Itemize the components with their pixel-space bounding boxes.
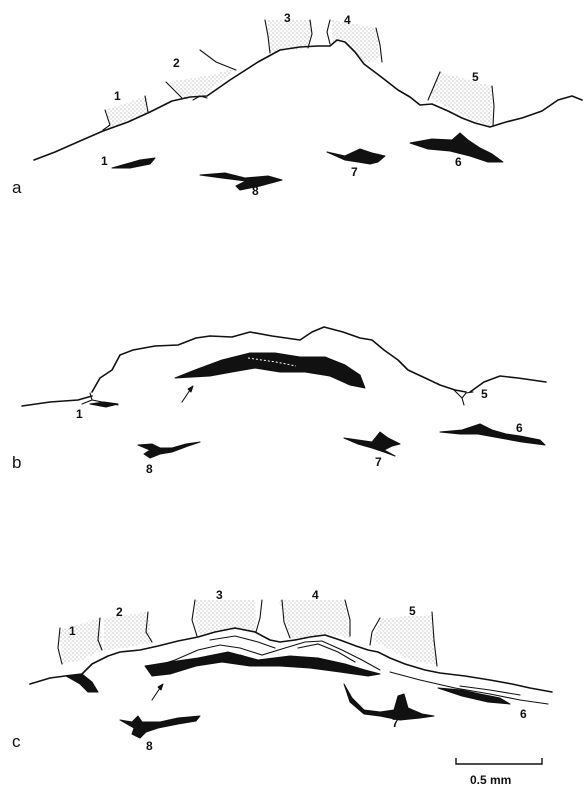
blob-number: 6 (455, 155, 462, 169)
blob-8 (200, 173, 282, 190)
stipple-region-5 (430, 72, 493, 128)
boundary-line (256, 600, 262, 632)
blob-number: 6 (520, 707, 527, 721)
blob-number: 7 (375, 455, 382, 469)
stipple-region-2 (104, 612, 152, 650)
panel-label-a: a (12, 178, 22, 197)
boundary-line (327, 20, 330, 44)
panel-b: 1 5 8 7 6 b (12, 327, 546, 476)
scale-bar-line (456, 758, 542, 764)
region-number: 3 (284, 11, 291, 25)
stipple-region-5 (372, 615, 436, 665)
panel-label-b: b (12, 453, 21, 472)
blob-1 (66, 674, 98, 692)
region-number: 5 (409, 604, 416, 618)
arrow-icon (182, 390, 190, 402)
blob-number: 7 (392, 716, 399, 730)
region-number: 1 (114, 89, 121, 103)
stipple-region-1 (60, 618, 102, 664)
blob-8 (138, 442, 200, 458)
blob-number: 8 (252, 184, 259, 198)
region-number: 1 (69, 624, 76, 638)
arrow-icon (152, 688, 160, 700)
blob-1 (112, 158, 155, 168)
blob-number: 8 (146, 462, 153, 476)
boundary-line (200, 50, 236, 70)
stipple-region-1 (105, 95, 148, 130)
stipple-region-2 (168, 68, 236, 100)
blob-7 (344, 432, 400, 456)
panel-label-c: c (12, 732, 21, 751)
region-number: 2 (116, 605, 123, 619)
region-number: 5 (472, 70, 479, 84)
blob-7 (344, 684, 434, 720)
stipple-region-4 (332, 20, 380, 64)
blob-number: 7 (351, 165, 358, 179)
scale-bar-label: 0.5 mm (470, 773, 511, 787)
panel-a: 1 2 3 4 5 1 8 7 6 a (12, 11, 582, 198)
blob-8 (120, 716, 200, 738)
blob-number: 8 (146, 739, 153, 753)
scale-bar: 0.5 mm (456, 758, 542, 787)
blob-1 (90, 402, 118, 407)
panel-c: 1 2 3 4 5 8 7 6 c (12, 588, 552, 753)
blob-number: 1 (101, 154, 108, 168)
blob-number: 1 (76, 407, 83, 421)
elongated-blob (175, 353, 365, 388)
blob-7 (327, 149, 385, 164)
blob-6 (440, 424, 545, 445)
region-number: 3 (216, 588, 223, 602)
region-number: 4 (344, 13, 351, 27)
region-number: 4 (312, 588, 319, 602)
region-number: 2 (173, 56, 180, 70)
blob-number: 6 (516, 421, 523, 435)
blob-number: 5 (481, 387, 488, 401)
section-baseline-b (22, 396, 92, 406)
stipple-region-3 (195, 600, 256, 634)
